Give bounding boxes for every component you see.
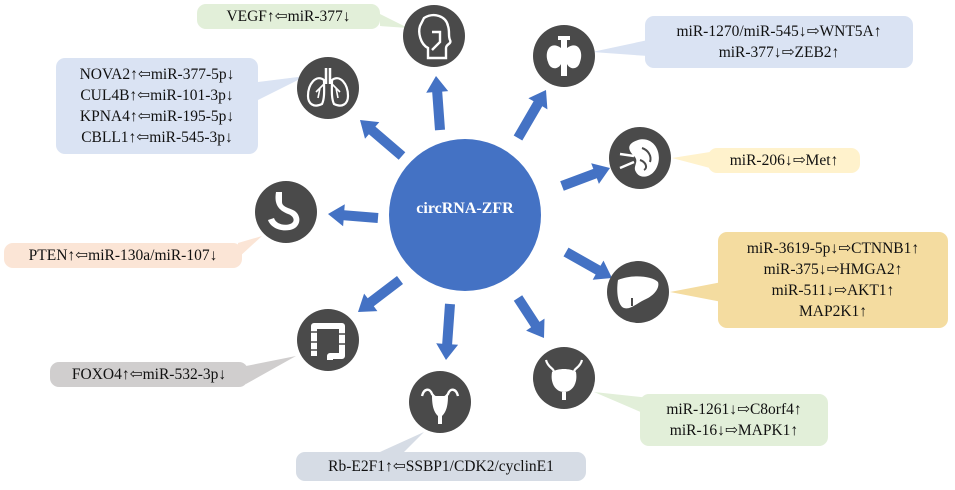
pointer-thyroid	[592, 40, 648, 56]
pointer-throat	[380, 14, 408, 28]
box-colon-line-1: FOXO4↑⇦miR-532-3p↓	[71, 366, 227, 383]
box-kidney-line-1: miR-206↓⇨Met↑	[729, 152, 839, 169]
pointer-stomach	[238, 236, 262, 258]
box-bladder-line-1: miR-1261↓⇨C8orf4↑	[666, 401, 802, 418]
arrow-stomach	[328, 204, 379, 227]
thyroid-icon	[533, 25, 595, 87]
kidney-icon	[609, 127, 671, 189]
box-lung-line-1: NOVA2↑⇦miR-377-5p↓	[79, 66, 235, 83]
arrow-kidney	[560, 163, 610, 191]
box-thyroid-line-1: miR-1270/miR-545↓⇨WNT5A↑	[676, 23, 882, 40]
box-lung-line-2: CUL4B↑⇦miR-101-3p↓	[80, 87, 234, 104]
box-stomach: PTEN↑⇦miR-130a/miR-107↓	[4, 243, 242, 268]
callout-pointers	[238, 14, 722, 452]
box-stomach-line-1: PTEN↑⇦miR-130a/miR-107↓	[28, 247, 218, 264]
box-liver-line-4: MAP2K1↑	[798, 303, 868, 320]
box-bladder-line-2: miR-16↓⇨MAPK1↑	[669, 422, 799, 439]
box-liver-line-2: miR-375↓⇨HMGA2↑	[763, 261, 903, 278]
pointer-uterus	[380, 432, 424, 452]
box-uterus: Rb-E2F1↑⇦SSBP1/CDK2/cyclinE1	[296, 452, 586, 481]
pointer-bladder	[594, 392, 650, 416]
arrows	[328, 76, 612, 360]
box-bladder: miR-1261↓⇨C8orf4↑ miR-16↓⇨MAPK1↑	[640, 394, 828, 446]
box-lung-line-3: KPNA4↑⇦miR-195-5p↓	[79, 108, 235, 125]
arrow-thyroid	[513, 90, 548, 141]
uterus-icon	[409, 371, 471, 433]
box-throat-line-1: VEGF↑⇦miR-377↓	[226, 8, 351, 25]
box-colon: FOXO4↑⇦miR-532-3p↓	[50, 362, 248, 387]
arrow-lung	[360, 120, 406, 160]
box-liver-line-3: miR-511↓⇨AKT1↑	[771, 282, 895, 299]
arrow-colon	[358, 276, 403, 312]
box-thyroid-line-2: miR-377↓⇨ZEB2↑	[718, 44, 840, 61]
box-liver: miR-3619-5p↓⇨CTNNB1↑ miR-375↓⇨HMGA2↑ miR…	[718, 232, 948, 328]
bladder-icon	[533, 347, 595, 409]
pointer-lung	[258, 76, 306, 100]
arrow-liver	[563, 247, 612, 280]
box-uterus-line-1: Rb-E2F1↑⇦SSBP1/CDK2/cyclinE1	[328, 458, 554, 475]
stomach-icon	[255, 181, 317, 243]
box-throat: VEGF↑⇦miR-377↓	[197, 4, 380, 29]
pointer-colon	[246, 356, 296, 384]
pointer-kidney	[672, 152, 710, 168]
arrow-uterus	[436, 303, 459, 360]
center-label: circRNA-ZFR	[416, 200, 514, 217]
arrow-bladder	[513, 295, 545, 338]
colon-icon	[297, 309, 359, 371]
arrow-throat	[426, 76, 449, 131]
organ-icons	[255, 5, 671, 433]
box-lung: NOVA2↑⇦miR-377-5p↓ CUL4B↑⇦miR-101-3p↓ KP…	[56, 58, 258, 154]
center-node	[389, 139, 541, 291]
box-lung-line-4: CBLL1↑⇦miR-545-3p↓	[81, 129, 233, 146]
box-thyroid: miR-1270/miR-545↓⇨WNT5A↑ miR-377↓⇨ZEB2↑	[645, 16, 913, 68]
throat-icon	[403, 5, 465, 67]
box-liver-line-1: miR-3619-5p↓⇨CTNNB1↑	[746, 240, 920, 257]
lung-icon	[297, 57, 359, 119]
box-kidney: miR-206↓⇨Met↑	[708, 148, 860, 173]
liver-icon	[607, 261, 669, 323]
pointer-liver	[670, 282, 722, 302]
